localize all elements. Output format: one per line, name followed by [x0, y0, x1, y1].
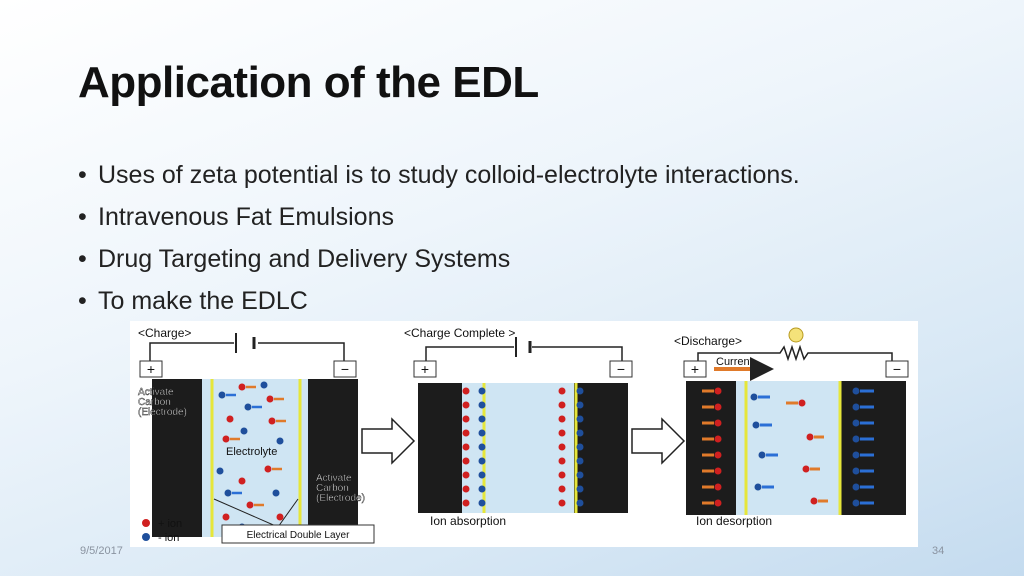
bullet-item: •To make the EDLC — [78, 280, 800, 322]
plus-terminal — [139, 360, 163, 378]
lightbulb-icon — [788, 327, 804, 343]
panel-discharge: <Discharge> Current + − — [674, 327, 909, 528]
slide-page-number: 34 — [932, 545, 945, 557]
transition-arrow-icon — [361, 417, 416, 465]
svg-text:Carbon: Carbon — [138, 397, 171, 408]
ions-absorbed — [462, 387, 584, 507]
svg-text:+: + — [691, 361, 699, 377]
svg-text:−: − — [893, 361, 901, 377]
bullet-dot-icon: • — [78, 161, 87, 189]
bullet-item: •Intravenous Fat Emulsions — [78, 196, 800, 238]
double-layer-callout: Electrical Double Layer — [213, 498, 375, 544]
bullet-dot-icon: • — [78, 203, 87, 231]
panel-charge-complete: <Charge Complete > + − — [404, 326, 633, 528]
slide-date: 9/5/2017 — [80, 545, 123, 557]
negative-ion-icon — [142, 533, 150, 541]
svg-text:Activate: Activate — [316, 473, 352, 484]
electrolyte-label: Electrolyte — [226, 446, 277, 458]
edlc-diagram: <Charge> + − Activate Carbon (Electrode)… — [130, 321, 918, 547]
svg-text:Activate: Activate — [138, 387, 174, 398]
svg-text:−: − — [617, 361, 625, 377]
caption-ion-desorption: Ion desorption — [696, 514, 772, 528]
svg-text:- ion: - ion — [158, 532, 179, 544]
electrolyte-area — [202, 379, 308, 537]
svg-text:Electrical Double Layer: Electrical Double Layer — [247, 530, 350, 541]
bullet-dot-icon: • — [78, 245, 87, 273]
slide-title: Application of the EDL — [78, 58, 539, 107]
caption-ion-absorption: Ion absorption — [430, 514, 506, 528]
svg-text:<Charge Complete >: <Charge Complete > — [404, 326, 515, 340]
svg-text:+ ion: + ion — [158, 518, 182, 530]
positive-ion-icon — [142, 519, 150, 527]
bullet-list: •Uses of zeta potential is to study coll… — [78, 154, 800, 322]
minus-terminal — [333, 360, 357, 378]
bullet-item: •Uses of zeta potential is to study coll… — [78, 154, 800, 196]
panel-charge-title: <Charge> — [138, 326, 191, 340]
svg-text:(Electrode): (Electrode) — [138, 407, 187, 418]
svg-text:<Discharge>: <Discharge> — [674, 334, 742, 348]
ions-desorbing — [702, 387, 874, 507]
svg-text:Carbon: Carbon — [316, 483, 349, 494]
electrode-right — [308, 379, 358, 537]
svg-text:+: + — [421, 361, 429, 377]
svg-text:−: − — [341, 361, 349, 377]
bullet-dot-icon: • — [78, 287, 87, 315]
svg-text:+: + — [147, 361, 155, 377]
current-label: Current — [716, 356, 753, 368]
resistor-icon — [697, 344, 893, 362]
bullet-item: •Drug Targeting and Delivery Systems — [78, 238, 800, 280]
electrode-left — [152, 379, 202, 537]
ions-mixed — [216, 381, 286, 531]
panel-charge: <Charge> + − Activate Carbon (Electrode)… — [138, 326, 365, 537]
svg-text:(Electrode): (Electrode) — [316, 493, 365, 504]
transition-arrow-icon — [631, 417, 686, 465]
ion-legend: + ion - ion — [142, 518, 182, 544]
